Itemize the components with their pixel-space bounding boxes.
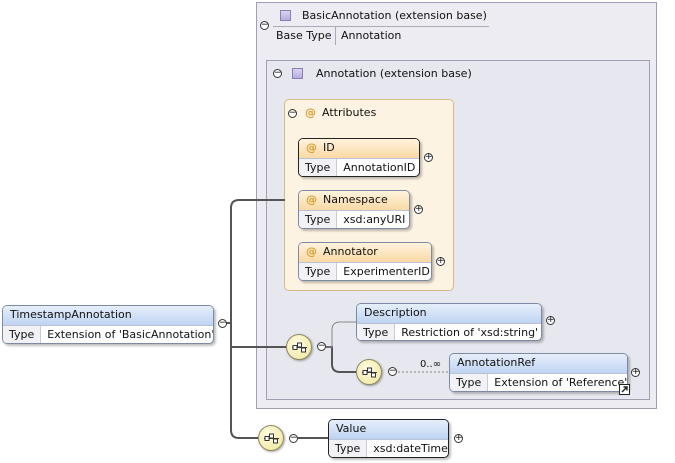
element-value-type-key: Type [329, 440, 368, 457]
attribute-namespace[interactable]: @ Namespace Type xsd:anyURI [298, 190, 410, 229]
value-expand-toggle[interactable]: + [454, 433, 463, 443]
attribute-namespace-name: Namespace [323, 193, 388, 206]
element-annotation-ref-type-value: Extension of 'Reference' [494, 376, 628, 389]
attributes-collapse-toggle[interactable]: − [288, 108, 297, 118]
base-type-value: Annotation [341, 29, 402, 42]
attribute-id[interactable]: @ ID Type AnnotationID [298, 138, 420, 177]
attribute-id-expand-toggle[interactable]: + [424, 152, 433, 162]
sequence-glyph-icon [264, 433, 279, 444]
sequence-glyph-icon [292, 342, 307, 353]
attribute-annotator[interactable]: @ Annotator Type ExperimenterID [298, 242, 432, 281]
value-sequence-collapse-toggle[interactable]: − [289, 433, 298, 443]
annotation-collapse-toggle[interactable]: − [273, 68, 282, 78]
sequence-compositor-icon[interactable] [258, 425, 284, 451]
element-timestamp-annotation-name: TimestampAnnotation [3, 306, 213, 325]
connector-sequence-to-inner-sequence [326, 346, 356, 373]
element-timestamp-annotation-type-value: Extension of 'BasicAnnotation' [47, 328, 214, 341]
attribute-namespace-type-value: xsd:anyURI [343, 213, 406, 226]
connector-root-to-value [230, 323, 258, 439]
element-timestamp-annotation[interactable]: TimestampAnnotation Type Extension of 'Ba… [2, 305, 214, 344]
inner-sequence-collapse-toggle[interactable]: − [388, 366, 397, 376]
basic-annotation-title: BasicAnnotation (extension base) [302, 9, 487, 22]
annotation-ref-cardinality: 0..∞ [420, 359, 442, 370]
annotation-ref-expand-toggle[interactable]: + [631, 367, 640, 377]
complex-type-icon [280, 10, 291, 21]
sequence-compositor-icon[interactable] [286, 334, 312, 360]
element-value[interactable]: Value Type xsd:dateTime [328, 419, 449, 458]
element-value-name: Value [329, 420, 448, 439]
element-value-type-value: xsd:dateTime [373, 442, 448, 455]
element-description-name: Description [357, 304, 541, 323]
element-timestamp-annotation-type-key: Type [3, 326, 42, 343]
attribute-icon: @ [306, 193, 317, 206]
attribute-annotator-name: Annotator [323, 245, 378, 258]
annotation-title: Annotation (extension base) [316, 67, 472, 80]
sequence-compositor-icon[interactable] [356, 359, 382, 385]
basic-annotation-collapse-toggle[interactable]: − [260, 20, 269, 30]
element-description-type-value: Restriction of 'xsd:string' [401, 326, 539, 339]
base-type-key: Base Type [276, 29, 332, 42]
attribute-namespace-expand-toggle[interactable]: + [414, 204, 423, 214]
sequence-collapse-toggle[interactable]: − [317, 341, 326, 351]
element-annotation-ref[interactable]: AnnotationRef Type Extension of 'Referenc… [449, 353, 628, 392]
attribute-annotator-type-value: ExperimenterID [343, 265, 430, 278]
attributes-label: @ Attributes [305, 106, 376, 119]
element-annotation-ref-type-key: Type [450, 374, 489, 391]
reference-arrow-icon[interactable] [619, 384, 630, 395]
attributes-label-text: Attributes [322, 106, 377, 119]
attribute-icon: @ [305, 106, 316, 119]
element-description[interactable]: Description Type Restriction of 'xsd:stri… [356, 303, 542, 341]
element-description-type-key: Type [357, 324, 396, 340]
attribute-id-type-key: Type [299, 159, 338, 176]
sequence-glyph-icon [362, 367, 377, 378]
attribute-annotator-expand-toggle[interactable]: + [436, 256, 445, 266]
connector-root-to-attributes [222, 199, 285, 324]
description-expand-toggle[interactable]: + [546, 315, 555, 325]
attribute-id-name: ID [323, 141, 335, 154]
complex-type-icon [292, 68, 303, 79]
element-annotation-ref-name: AnnotationRef [450, 354, 627, 373]
basic-annotation-title-divider [273, 26, 489, 27]
attribute-annotator-type-key: Type [299, 263, 338, 280]
root-collapse-toggle[interactable]: − [218, 318, 227, 328]
attribute-icon: @ [306, 245, 317, 258]
base-type-divider [335, 27, 336, 45]
attribute-icon: @ [306, 141, 317, 154]
attribute-id-type-value: AnnotationID [343, 161, 416, 174]
connector-sequence-to-description [326, 321, 357, 348]
attribute-namespace-type-key: Type [299, 211, 338, 228]
